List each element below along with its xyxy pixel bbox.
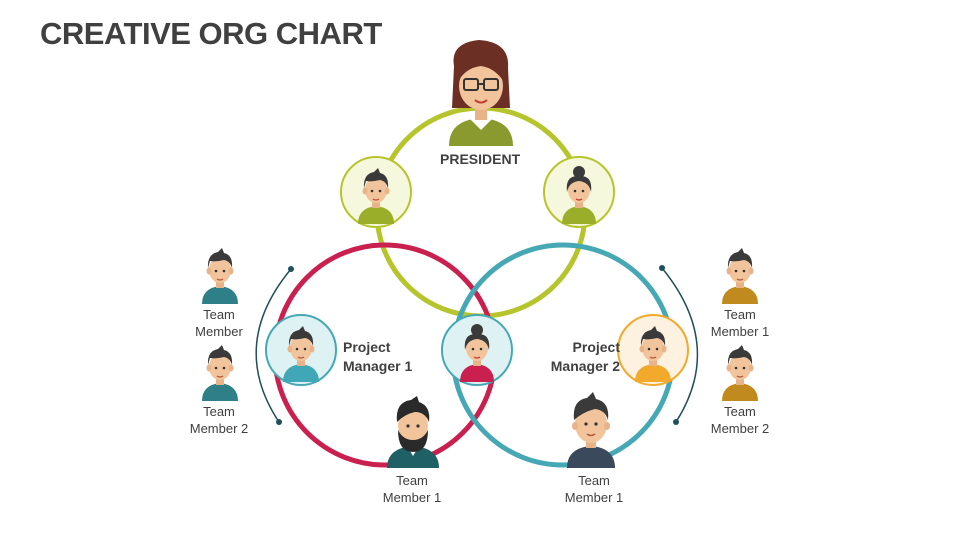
project-manager-1-label: Project Manager 1 [343, 339, 413, 374]
left-team-member-2-icon [201, 344, 239, 402]
right-bracket-arc [659, 265, 699, 425]
bottom-left-team-member-label: Team Member 1 [382, 473, 442, 505]
right-team-member-2-label: Team Member 2 [710, 404, 770, 436]
right-team-member-2-icon [721, 344, 759, 402]
top-left-avatar-circle [340, 156, 412, 228]
center-avatar-circle [441, 314, 513, 386]
bottom-right-team-member-label: Team Member 1 [564, 473, 624, 505]
bottom-right-man-avatar [567, 392, 615, 468]
left-team-member-1-label: Team Member [195, 307, 243, 339]
president-avatar [449, 40, 513, 146]
pm1-avatar-circle [265, 314, 337, 386]
bearded-man-avatar [387, 396, 439, 468]
top-right-avatar-circle [543, 156, 615, 228]
right-team-member-1-icon [721, 247, 759, 305]
left-team-member-2-label: Team Member 2 [189, 404, 249, 436]
right-team-member-1-label: Team Member 1 [710, 307, 770, 339]
pm2-avatar-circle [617, 314, 689, 386]
left-bracket-arc [255, 266, 294, 425]
president-label: PRESIDENT [440, 151, 521, 167]
left-team-member-1-icon [201, 247, 239, 305]
page-title: CREATIVE ORG CHART [40, 16, 382, 51]
project-manager-2-label: Project Manager 2 [550, 339, 620, 374]
